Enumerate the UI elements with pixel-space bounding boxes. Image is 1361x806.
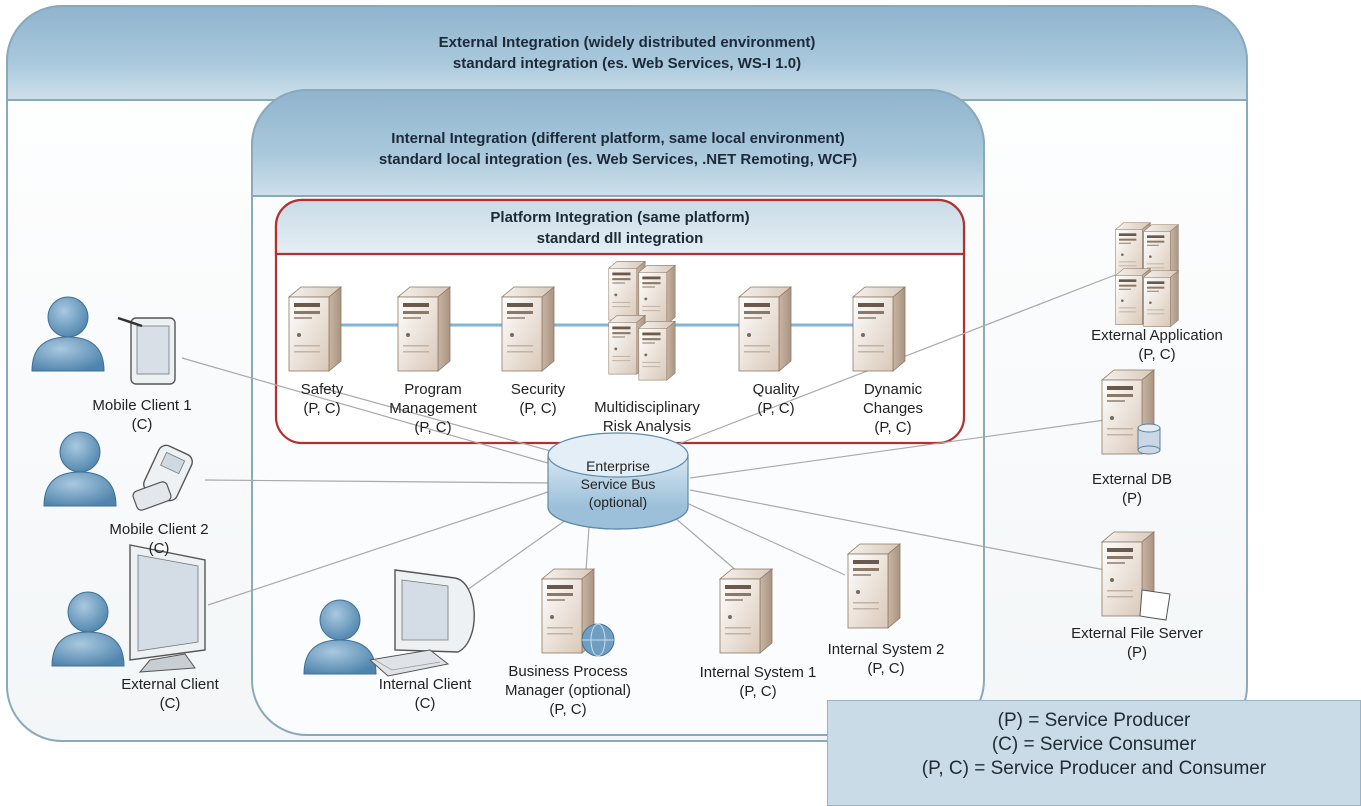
link-external-file-server <box>689 489 1106 571</box>
esb-cylinder-icon <box>547 432 689 530</box>
dynamic-changes-label: Dynamic Changes (P, C) <box>862 381 924 436</box>
external-application-server-cluster-icon <box>1115 222 1179 327</box>
external-db-server-icon <box>1101 369 1161 455</box>
link-external-client <box>207 487 561 606</box>
link-platform <box>321 387 566 456</box>
legend-producer: (P) = Service Producer <box>997 710 1191 731</box>
business-process-manager-label: Business Process Manager (optional) (P, … <box>505 663 631 718</box>
internal-integration-line1: Internal Integration (different platform… <box>391 130 845 147</box>
risk-analysis-label: Multidisciplinary Risk Analysis <box>594 399 700 435</box>
legend-consumer: (C) = Service Consumer <box>991 734 1197 755</box>
safety-server-icon <box>288 286 342 372</box>
external-integration-title: External Integration (widely distributed… <box>439 32 816 74</box>
internal-system-2-server-icon <box>847 543 901 629</box>
quality-label: Quality (P, C) <box>752 381 800 417</box>
internal-integration-title: Internal Integration (different platform… <box>379 128 857 170</box>
dynamic-changes-server-icon <box>852 286 906 372</box>
link-mobile-client-1 <box>181 357 601 479</box>
external-file-server-icon <box>1101 531 1171 621</box>
external-integration-line2: standard integration (es. Web Services, … <box>452 55 802 72</box>
monitor-icon <box>129 544 206 673</box>
link-mobile-client-2 <box>204 479 556 484</box>
external-db-label: External DB (P) <box>1091 471 1173 507</box>
external-client-label: External Client (C) <box>121 676 219 712</box>
program-management-label: Program Management (P, C) <box>389 381 477 436</box>
safety-label: Safety (P, C) <box>300 381 344 417</box>
external-application-label: External Application (P, C) <box>1091 327 1223 363</box>
internal-client-label: Internal Client (C) <box>378 676 472 712</box>
link-internal-system-2 <box>679 499 846 576</box>
esb-label: Enterprise Service Bus (optional) <box>580 458 656 510</box>
program-management-server-icon <box>397 286 451 372</box>
platform-integration-title: Platform Integration (same platform) sta… <box>490 207 749 249</box>
security-label: Security (P, C) <box>510 381 566 417</box>
quality-server-icon <box>738 286 792 372</box>
mobile-client-2-label: Mobile Client 2 (C) <box>109 521 209 557</box>
platform-integration-line2: standard dll integration <box>536 230 704 247</box>
link-external-db <box>689 419 1106 479</box>
mobile-phone-icon <box>132 444 193 511</box>
external-integration-line1: External Integration (widely distributed… <box>438 34 816 51</box>
internal-integration-line2: standard local integration (es. Web Serv… <box>378 151 858 168</box>
link-internal-client <box>459 509 581 596</box>
external-file-server-label: External File Server (P) <box>1071 625 1203 661</box>
internal-system-2-label: Internal System 2 (P, C) <box>827 641 945 677</box>
internal-system-1-server-icon <box>719 568 773 654</box>
platform-integration-line1: Platform Integration (same platform) <box>490 209 750 226</box>
risk-analysis-server-cluster-icon <box>608 260 676 381</box>
legend-box: (P) = Service Producer (C) = Service Con… <box>827 700 1361 806</box>
legend-producer-consumer: (P, C) = Service Producer and Consumer <box>921 758 1267 779</box>
mobile-client-1-label: Mobile Client 1 (C) <box>92 397 192 433</box>
internal-system-1-label: Internal System 1 (P, C) <box>699 664 817 700</box>
tablet-icon <box>117 316 176 385</box>
business-process-manager-server-icon <box>541 568 615 657</box>
security-server-icon <box>501 286 555 372</box>
desktop-computer-icon <box>368 569 475 677</box>
